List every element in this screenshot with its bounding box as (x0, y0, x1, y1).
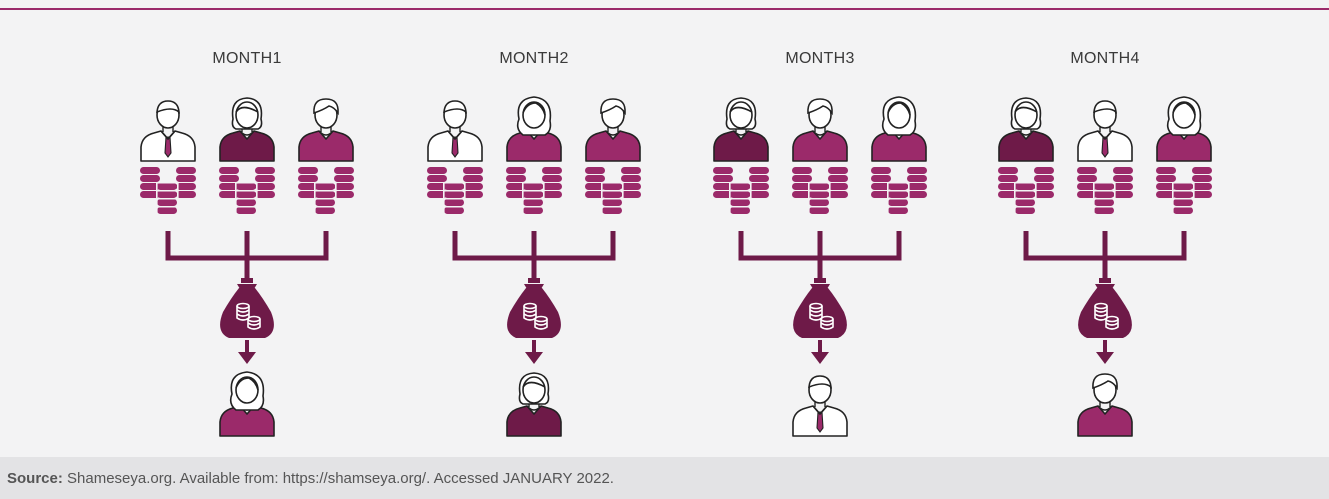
coin-stacks-icon (713, 167, 769, 214)
month-label: MONTH1 (212, 50, 281, 67)
month-label: MONTH4 (1070, 50, 1139, 67)
woman-long-hair-icon (871, 96, 927, 162)
month-group-2: MONTH2 (427, 50, 641, 437)
woman-long-hair-icon (506, 96, 562, 162)
woman-short-hair-dark-icon (998, 97, 1054, 162)
top-rule (0, 8, 1329, 10)
coin-stacks-icon (871, 167, 927, 214)
money-bag-icon (507, 278, 561, 338)
payout-arrow (811, 340, 829, 364)
contribution-lines (738, 231, 902, 280)
man-shirt-icon (792, 98, 848, 162)
money-bag-icon (793, 278, 847, 338)
man-tie-icon (1077, 100, 1133, 162)
contribution-lines (452, 231, 616, 280)
money-bag-icon (1078, 278, 1132, 338)
month-group-1: MONTH1 (140, 50, 354, 437)
coin-stacks-icon (998, 167, 1054, 214)
month-group-4: MONTH4 (998, 50, 1212, 437)
source-text: Shameseya.org. Available from: https://s… (62, 469, 614, 487)
coin-stacks-icon (1156, 167, 1212, 214)
payout-arrow (525, 340, 543, 364)
man-tie-icon (140, 100, 196, 162)
woman-short-hair-dark-icon (506, 372, 562, 437)
woman-short-hair-dark-icon (219, 97, 275, 162)
coin-stacks-icon (1077, 167, 1133, 214)
payout-arrow (238, 340, 256, 364)
contribution-lines (165, 231, 329, 280)
coin-stacks-icon (792, 167, 848, 214)
coin-stacks-icon (219, 167, 275, 214)
month-group-3: MONTH3 (713, 50, 927, 437)
man-shirt-icon (298, 98, 354, 162)
coin-stacks-icon (585, 167, 641, 214)
month-label: MONTH3 (785, 50, 854, 67)
woman-long-hair-icon (1156, 96, 1212, 162)
man-tie-icon (792, 375, 848, 437)
coin-stacks-icon (298, 167, 354, 214)
rotating-savings-diagram: MONTH1 MONTH2 MONTH3 MONTH4 (140, 50, 1212, 437)
money-bag-icon (220, 278, 274, 338)
woman-long-hair-icon (219, 371, 275, 437)
coin-stacks-icon (140, 167, 196, 214)
month-label: MONTH2 (499, 50, 568, 67)
man-shirt-icon (585, 98, 641, 162)
payout-arrow (1096, 340, 1114, 364)
contribution-lines (1023, 231, 1187, 280)
source-label: Source: (7, 469, 63, 487)
coin-stacks-icon (427, 167, 483, 214)
man-shirt-icon (1077, 373, 1133, 437)
man-tie-icon (427, 100, 483, 162)
woman-short-hair-dark-icon (713, 97, 769, 162)
source-bar: Source: Shameseya.org. Available from: h… (0, 457, 1329, 499)
coin-stacks-icon (506, 167, 562, 214)
